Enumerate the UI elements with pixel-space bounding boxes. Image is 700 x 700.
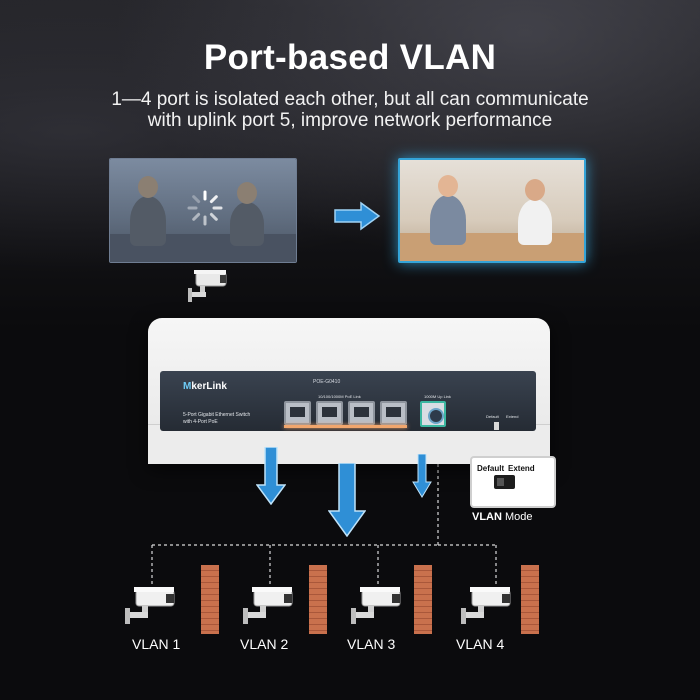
vlan-mode-label: VLAN Mode [472,511,533,523]
subtitle-line-1: 1—4 port is isolated each other, but all… [111,89,589,110]
arrow-right-icon [334,201,381,231]
switch-model: POE-G0410 [313,379,341,385]
brick-wall-icon [309,565,327,634]
camera-feed-clear [398,158,586,263]
vlan-label-3: VLAN 3 [347,636,396,652]
poe-port-indicator [284,425,407,428]
switch-description: 5-Port Gigabit Ethernet Switch with 4-Po… [183,412,251,425]
ethernet-port-2 [316,401,343,425]
cctv-camera-icon [243,587,293,624]
vlan-mode-toggle[interactable] [494,475,515,489]
page-title: Port-based VLAN [203,38,497,77]
brick-wall-icon [521,565,539,634]
child-figure [230,182,264,246]
brand-logo: MkerLink [183,381,227,392]
subtitle-line-2: with uplink port 5, improve network perf… [147,110,553,131]
child-figure [130,176,166,246]
loading-spinner-icon [187,190,223,226]
data-flow-arrow-icon [328,463,366,537]
callout-extend-label: Extend [508,464,535,473]
brick-wall-icon [414,565,432,634]
ethernet-port-4 [380,401,407,425]
dip-default-label: Default [486,414,499,419]
child-figure [518,179,552,245]
ethernet-port-1 [284,401,311,425]
callout-default-label: Default [477,464,505,473]
vlan-label-1: VLAN 1 [132,636,181,652]
child-figure [430,175,466,245]
brick-wall-icon [201,565,219,634]
page-subtitle: 1—4 port is isolated each other, but all… [60,89,640,131]
uplink-port-5 [420,401,446,427]
vlan-label-4: VLAN 4 [456,636,505,652]
uplink-port-label: 1000M Up Link [424,394,451,399]
cctv-camera-icon [125,587,175,624]
camera-feed-buffering [109,158,297,263]
cctv-camera-icon [188,270,227,302]
vlan-label-2: VLAN 2 [240,636,289,652]
poe-ports-label: 10/100/1000M PoE Link [318,394,361,399]
vlan-dip-switch[interactable] [494,422,499,430]
data-flow-arrow-icon [256,447,286,505]
dip-extend-label: Extend [506,414,519,419]
cctv-camera-icon [461,587,511,624]
data-flow-arrow-icon [412,454,432,498]
ethernet-port-3 [348,401,375,425]
cctv-camera-icon [351,587,401,624]
